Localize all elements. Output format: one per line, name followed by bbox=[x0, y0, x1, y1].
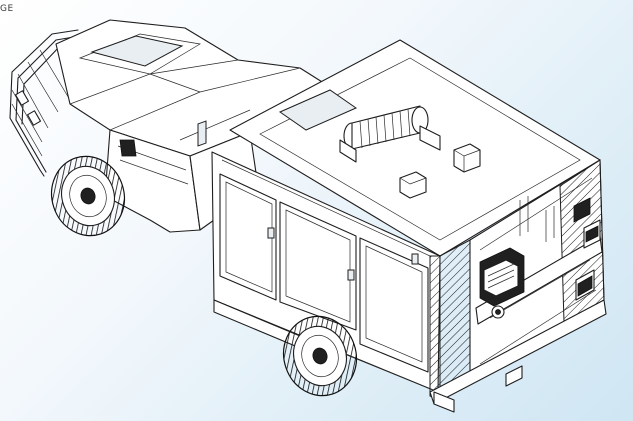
hose-reel bbox=[339, 105, 441, 163]
rear-wheel bbox=[282, 315, 358, 397]
grille-guard bbox=[9, 29, 81, 177]
tank-blocks bbox=[399, 143, 481, 199]
rear-bumper bbox=[433, 365, 523, 413]
rear-section bbox=[429, 159, 607, 405]
side-compartments bbox=[211, 151, 441, 393]
front-wheel bbox=[50, 155, 126, 237]
pump-unit bbox=[479, 247, 525, 319]
rear-brackets bbox=[519, 196, 601, 301]
body-top bbox=[229, 39, 601, 257]
corner-label: GE bbox=[0, 4, 14, 14]
